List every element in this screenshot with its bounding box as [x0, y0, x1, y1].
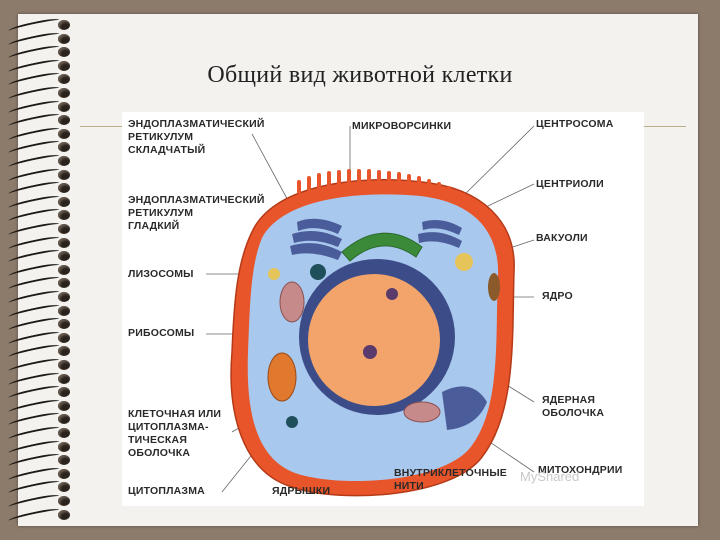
- label-mitochondria: МИТОХОНДРИИ: [538, 464, 623, 476]
- label-centrioles: ЦЕНТРИОЛИ: [536, 178, 604, 190]
- spiral-ring: [7, 329, 78, 348]
- spiral-ring: [7, 125, 78, 144]
- spiral-ring: [7, 247, 78, 266]
- nucleus: [308, 274, 440, 406]
- label-nucleoli: ЯДРЫШКИ: [272, 485, 331, 497]
- mitochondrion-2: [403, 401, 441, 423]
- spiral-ring: [7, 193, 78, 212]
- smooth-er: [442, 386, 487, 430]
- spiral-ring: [7, 315, 78, 334]
- label-lysosomes: ЛИЗОСОМЫ: [128, 268, 194, 280]
- spiral-ring: [7, 30, 78, 48]
- spiral-ring: [7, 356, 78, 375]
- spiral-ring: [7, 370, 78, 388]
- spiral-ring: [7, 383, 78, 402]
- spiral-ring: [7, 479, 78, 497]
- spiral-ring: [7, 492, 78, 511]
- spiral-ring: [7, 302, 78, 320]
- label-centrosome: ЦЕНТРОСОМА: [536, 118, 614, 130]
- mitochondrion-1: [279, 281, 305, 323]
- spiral-ring: [7, 424, 78, 443]
- mitochondrion-3: [267, 352, 297, 402]
- spiral-ring: [7, 207, 78, 225]
- label-nucleus: ЯДРО: [542, 290, 573, 302]
- label-microvilli: МИКРОВОРСИНКИ: [352, 120, 452, 132]
- spiral-ring: [7, 220, 78, 239]
- nucleolus-2: [363, 345, 377, 359]
- spiral-ring: [7, 16, 78, 35]
- vacuole-2: [286, 416, 298, 428]
- spiral-ring: [7, 152, 78, 171]
- spiral-ring: [7, 84, 78, 103]
- spiral-ring: [7, 288, 78, 307]
- spiral-ring: [7, 98, 78, 116]
- cell-diagram: ЭНДОПЛАЗМАТИЧЕСКИЙ РЕТИКУЛУМ СКЛАДЧАТЫЙ …: [122, 112, 644, 506]
- lysosome-1: [268, 268, 280, 280]
- spiral-ring: [7, 111, 78, 130]
- label-intracellular-threads: ВНУТРИКЛЕТОЧНЫЕ НИТИ: [394, 467, 508, 492]
- label-er-rough: ЭНДОПЛАЗМАТИЧЕСКИЙ РЕТИКУЛУМ СКЛАДЧАТЫЙ: [128, 118, 265, 156]
- spiral-ring: [7, 234, 78, 252]
- spiral-ring: [7, 275, 78, 293]
- label-cytoplasm: ЦИТОПЛАЗМА: [128, 485, 205, 497]
- label-er-smooth: ЭНДОПЛАЗМАТИЧЕСКИЙ РЕТИКУЛУМ ГЛАДКИЙ: [128, 194, 265, 232]
- spiral-ring: [7, 451, 78, 470]
- rough-er: [290, 218, 462, 260]
- cell-illustration: [206, 125, 535, 497]
- slide-title: Общий вид животной клетки: [207, 62, 513, 88]
- label-vacuoles: ВАКУОЛИ: [536, 232, 588, 244]
- spiral-ring: [7, 438, 78, 456]
- vacuole-3: [488, 273, 500, 301]
- nucleolus-1: [386, 288, 398, 300]
- spiral-ring: [7, 71, 78, 89]
- spiral-ring: [7, 166, 78, 184]
- label-nuclear-envelope: ЯДЕРНАЯ ОБОЛОЧКА: [542, 394, 605, 419]
- spiral-ring: [7, 465, 78, 484]
- spiral-ring: [7, 179, 78, 198]
- watermark: MyShared: [520, 469, 580, 484]
- lysosome-2: [310, 264, 326, 280]
- microvilli-group: [297, 169, 451, 199]
- golgi-apparatus: [341, 232, 423, 262]
- spiral-ring: [7, 261, 78, 280]
- spiral-ring: [7, 57, 78, 76]
- spiral-ring: [7, 397, 78, 416]
- spiral-ring: [7, 506, 78, 524]
- label-ribosomes: РИБОСОМЫ: [128, 327, 195, 339]
- spiral-ring: [7, 139, 78, 157]
- spiral-ring: [7, 43, 78, 62]
- spiral-ring: [7, 343, 78, 361]
- label-membrane: КЛЕТОЧНАЯ ИЛИ ЦИТОПЛАЗМА- ТИЧЕСКАЯ ОБОЛО…: [128, 408, 222, 459]
- spiral-ring: [7, 411, 78, 429]
- notebook-spiral-binding: [0, 14, 80, 526]
- vacuole-1: [455, 253, 473, 271]
